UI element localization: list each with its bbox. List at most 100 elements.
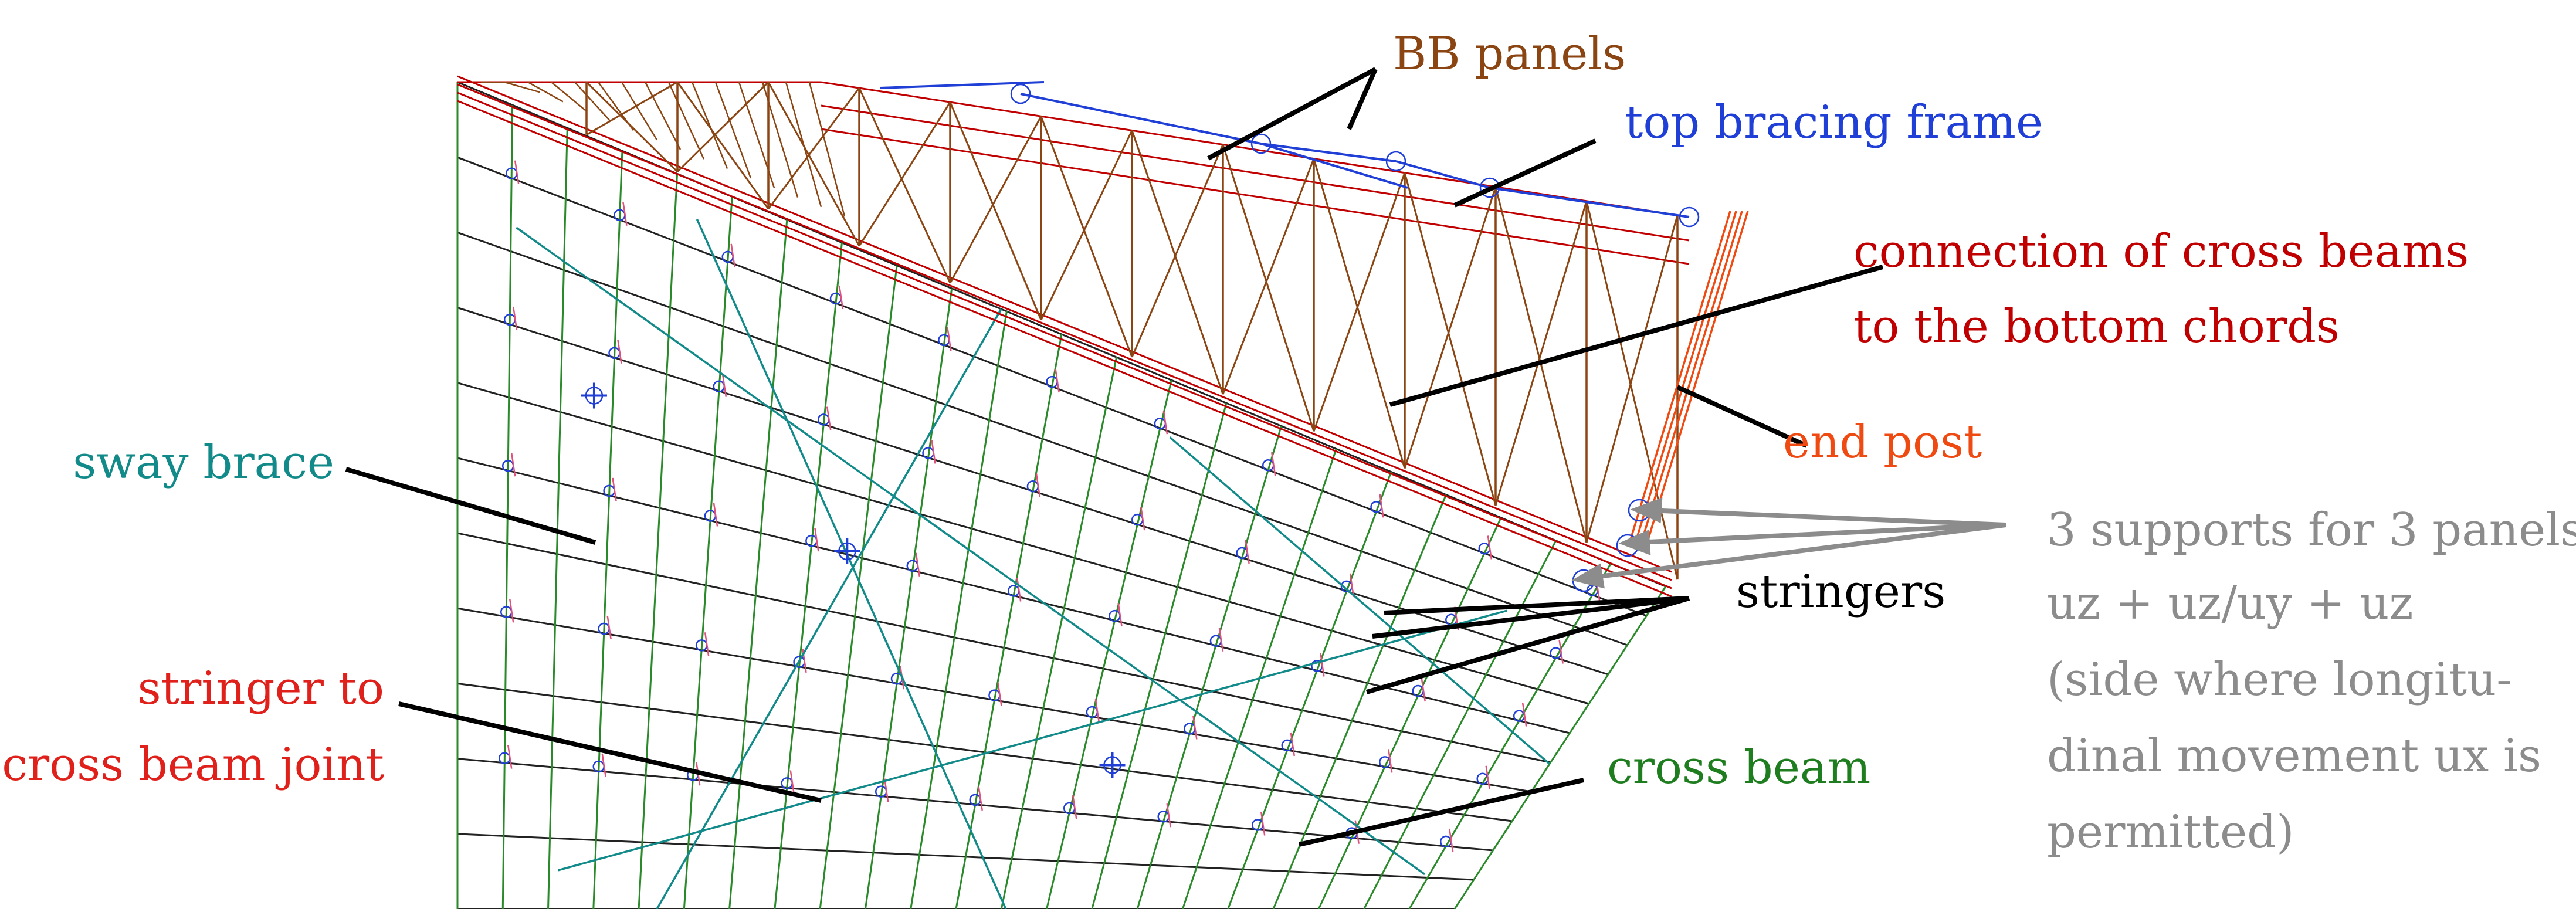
label-stringer-joint-2: cross beam joint: [2, 738, 384, 791]
bb-diagonal-member: [1585, 215, 1679, 543]
bb-diagonal-member: [858, 101, 951, 247]
top-bracing-node: [1385, 151, 1406, 172]
cross-beam-line: [592, 151, 623, 910]
cross-beam-line: [1317, 517, 1502, 910]
bb-diagonal-member: [1040, 116, 1133, 358]
label-supports-2: uz + uz/uy + uz: [2047, 577, 2413, 630]
label-supports-4: dinal movement ux is: [2047, 730, 2541, 782]
joint-tick: [1320, 653, 1325, 677]
top-chord-line: [821, 104, 1690, 242]
joint-tick: [789, 770, 795, 794]
cross-beam-line: [547, 128, 568, 910]
bb-diagonal-member: [1040, 130, 1133, 321]
joint-tick: [721, 373, 727, 397]
bb-diagonal-member: [1404, 172, 1497, 506]
cross-beam-line: [955, 334, 1063, 910]
joint-tick: [1260, 812, 1266, 836]
bb-diagonal-member: [1313, 172, 1406, 432]
sway-brace-line: [1169, 436, 1551, 765]
bb-lattice-member: [551, 82, 587, 112]
joint-tick: [1218, 628, 1224, 652]
joint-tick: [997, 682, 1002, 706]
leader-bb-panels-2: [1347, 68, 1378, 130]
bb-diagonal-member: [767, 87, 860, 210]
cross-beam-line: [728, 219, 788, 910]
label-supports-3: (side where longitu-: [2047, 653, 2512, 706]
joint-tick: [1035, 473, 1041, 497]
bb-diagonal-member: [858, 87, 951, 284]
label-supports-5: permitted): [2047, 806, 2294, 859]
bb-lattice-member: [667, 82, 705, 160]
bb-diagonal-member: [949, 116, 1042, 284]
joint-tick: [617, 340, 622, 364]
sway-brace-line: [516, 226, 1426, 876]
bb-lattice-member: [761, 82, 799, 198]
bottom-chord-line: [457, 91, 1672, 589]
joint-tick: [606, 615, 612, 640]
cross-beam-line: [638, 174, 679, 910]
cross-beam-line: [1272, 494, 1447, 910]
bb-diagonal-member: [949, 101, 1042, 321]
top-bracing-node: [1010, 83, 1031, 104]
leader-bb-panels-1: [1207, 67, 1377, 161]
top-bracing-member: [1489, 187, 1690, 218]
joint-tick: [1485, 765, 1490, 789]
cross-beam-line: [774, 242, 843, 910]
bb-lattice-member: [714, 82, 752, 179]
bb-diagonal-member: [676, 82, 770, 209]
bb-lattice-member: [574, 82, 611, 121]
cross-beam-line: [819, 265, 898, 910]
joint-tick: [1140, 506, 1145, 531]
bb-diagonal-member: [1404, 187, 1497, 469]
cross-beam-line: [1453, 586, 1667, 910]
end-post-line: [1647, 211, 1749, 540]
joint-tick: [883, 778, 889, 802]
joint-tick: [1290, 732, 1296, 757]
bb-lattice-member: [785, 82, 822, 208]
joint-tick: [1558, 640, 1564, 664]
bb-lattice-member: [480, 81, 517, 84]
sway-brace-line: [656, 308, 1002, 910]
cross-beam-line: [1136, 425, 1282, 910]
bottom-chord-line: [457, 100, 1672, 598]
bb-diagonal-member: [767, 82, 860, 247]
bb-lattice-member: [504, 81, 540, 93]
cross-beam-line: [864, 288, 953, 910]
leader-cross-beam: [1299, 778, 1584, 847]
top-bracing-member: [1260, 143, 1408, 189]
joint-tick: [622, 202, 628, 226]
joint-tick: [612, 477, 617, 502]
joint-tick: [512, 306, 518, 331]
joint-tick: [1117, 602, 1123, 627]
joint-tick: [514, 160, 520, 184]
joint-tick: [507, 745, 513, 769]
bb-lattice-member: [738, 82, 775, 188]
label-supports-1: 3 supports for 3 panels: [2047, 504, 2576, 557]
support-arrows: [1571, 497, 2006, 589]
joint-tick: [601, 753, 606, 778]
bb-lattice-member: [644, 82, 682, 150]
cross-beam-line: [1408, 563, 1612, 910]
bb-lattice-member: [808, 82, 846, 217]
cross-beam-line: [1363, 540, 1557, 910]
cross-beam-line: [683, 196, 733, 910]
sway-brace-line: [558, 609, 1507, 872]
leader-stringers-1: [1372, 596, 1690, 639]
joint-tick: [947, 327, 952, 351]
top-bracing-node: [1679, 206, 1700, 228]
bb-lattice-member: [527, 81, 564, 103]
bb-diagonal-member: [676, 81, 770, 172]
joint-tick: [1448, 828, 1454, 853]
joint-tick: [1388, 749, 1393, 773]
bb-diagonal-member: [1222, 144, 1315, 432]
support-arrow-2: [1636, 523, 2006, 545]
joint-tick: [1487, 535, 1493, 560]
joint-tick: [1270, 452, 1276, 476]
joint-tick: [1094, 699, 1100, 723]
top-chord-line: [821, 81, 1690, 218]
joint-tick: [978, 786, 983, 811]
label-sway-brace: sway brace: [73, 436, 334, 489]
leader-connection: [1389, 265, 1884, 407]
bb-diagonal-member: [1222, 158, 1315, 395]
